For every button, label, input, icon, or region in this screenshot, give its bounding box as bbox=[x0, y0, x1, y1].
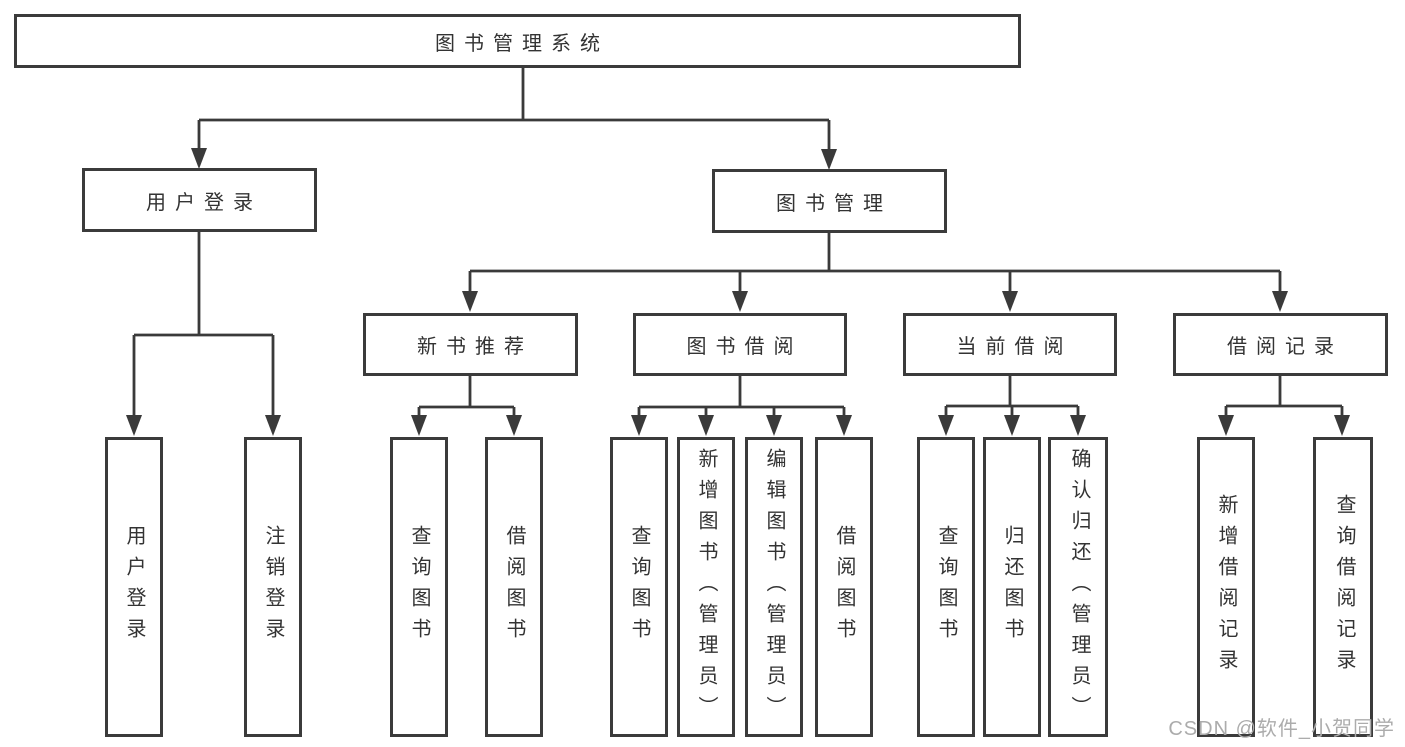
arrowhead-down-icon bbox=[1002, 291, 1018, 312]
arrowhead-down-icon bbox=[821, 149, 837, 170]
arrowhead-down-icon bbox=[631, 415, 647, 436]
arrowhead-down-icon bbox=[126, 415, 142, 436]
node-nbr-borrow-books: 借阅图书 bbox=[485, 437, 543, 737]
arrowhead-down-icon bbox=[732, 291, 748, 312]
arrowhead-down-icon bbox=[766, 415, 782, 436]
arrowhead-down-icon bbox=[1070, 415, 1086, 436]
arrowhead-down-icon bbox=[411, 415, 427, 436]
watermark: CSDN @软件_小贺同学 bbox=[1168, 718, 1395, 740]
node-book-borrow: 图书借阅 bbox=[633, 313, 847, 376]
arrowhead-down-icon bbox=[1218, 415, 1234, 436]
node-book-management: 图书管理 bbox=[712, 169, 947, 233]
arrowhead-down-icon bbox=[506, 415, 522, 436]
arrowhead-down-icon bbox=[836, 415, 852, 436]
arrowhead-down-icon bbox=[265, 415, 281, 436]
node-bb-edit-books-admin: 编辑图书（管理员） bbox=[745, 437, 803, 737]
node-borrow-records: 借阅记录 bbox=[1173, 313, 1388, 376]
arrowhead-down-icon bbox=[938, 415, 954, 436]
arrowhead-down-icon bbox=[1334, 415, 1350, 436]
connector-borrow-records-children bbox=[1218, 376, 1350, 436]
node-library-management-system: 图书管理系统 bbox=[14, 14, 1021, 68]
connector-book-management-to-level3 bbox=[462, 233, 1288, 312]
node-user-login-action: 用户登录 bbox=[105, 437, 163, 737]
node-bb-query-books: 查询图书 bbox=[610, 437, 668, 737]
arrowhead-down-icon bbox=[698, 415, 714, 436]
node-br-add-record: 新增借阅记录 bbox=[1197, 437, 1255, 737]
connector-new-book-recommend-children bbox=[411, 376, 522, 436]
arrowhead-down-icon bbox=[191, 148, 207, 169]
node-bb-borrow-books: 借阅图书 bbox=[815, 437, 873, 737]
node-new-book-recommend: 新书推荐 bbox=[363, 313, 578, 376]
node-cb-return-books: 归还图书 bbox=[983, 437, 1041, 737]
node-bb-add-books-admin: 新增图书（管理员） bbox=[677, 437, 735, 737]
node-cb-confirm-return-admin: 确认归还（管理员） bbox=[1048, 437, 1108, 737]
arrowhead-down-icon bbox=[1272, 291, 1288, 312]
node-nbr-query-books: 查询图书 bbox=[390, 437, 448, 737]
node-current-borrow: 当前借阅 bbox=[903, 313, 1117, 376]
connector-current-borrow-children bbox=[938, 376, 1086, 436]
arrowhead-down-icon bbox=[462, 291, 478, 312]
node-user-login: 用户登录 bbox=[82, 168, 317, 232]
node-br-query-record: 查询借阅记录 bbox=[1313, 437, 1373, 737]
connector-book-borrow-children bbox=[631, 376, 852, 436]
arrowhead-down-icon bbox=[1004, 415, 1020, 436]
node-logout: 注销登录 bbox=[244, 437, 302, 737]
connector-user-login-to-children bbox=[126, 232, 281, 436]
node-cb-query-books: 查询图书 bbox=[917, 437, 975, 737]
connector-root-to-level2 bbox=[191, 68, 837, 170]
